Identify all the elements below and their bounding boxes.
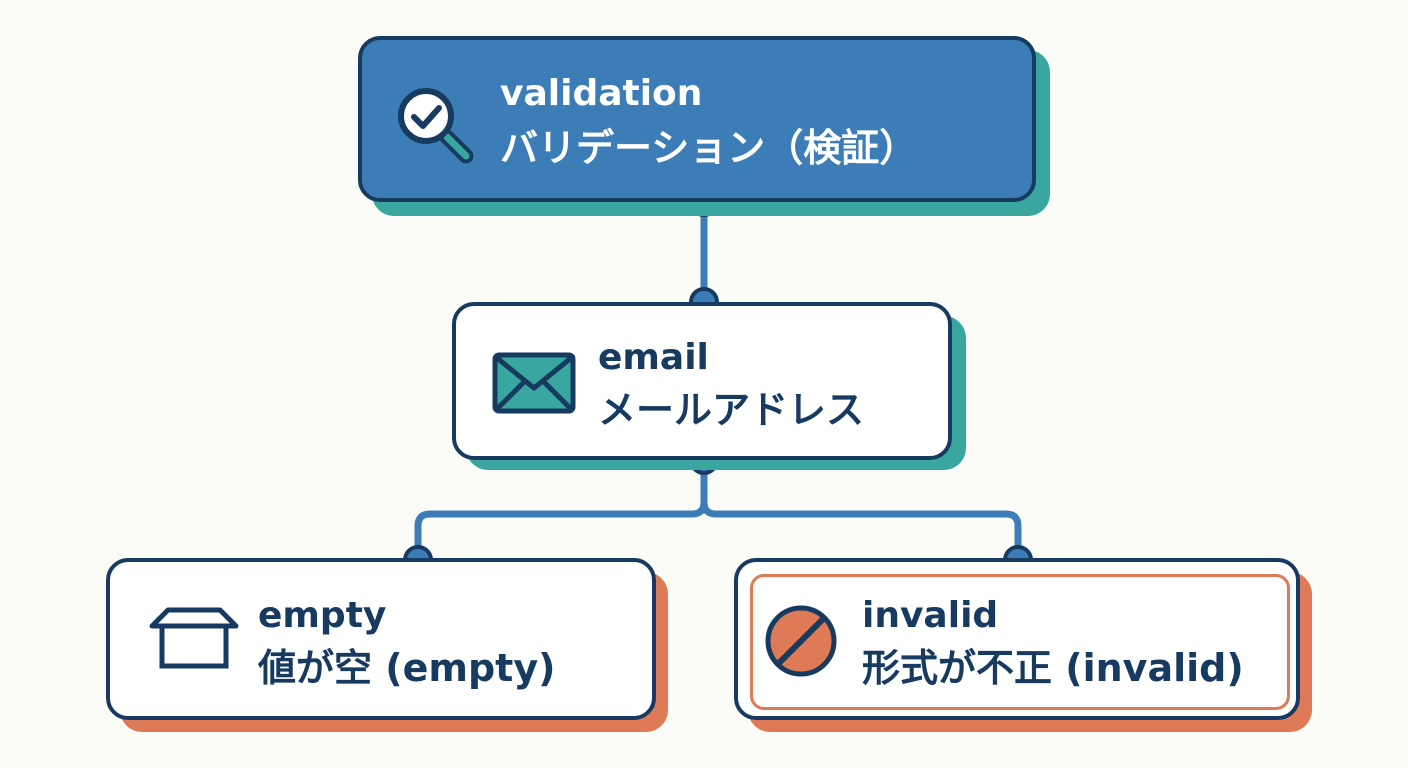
validation-label-en: validation [500,73,703,114]
validation-label-ja: バリデーション（検証） [500,126,918,170]
email-label-en: email [598,337,709,378]
envelope-icon [492,352,576,414]
invalid-node-inner-border [750,574,1290,710]
edge-email-invalid [700,498,1022,564]
empty-node [106,558,656,720]
empty-label-en: empty [258,595,387,636]
prohibited-icon [765,605,837,677]
invalid-label-ja: 形式が不正 (invalid) [862,646,1244,690]
email-label-ja: メールアドレス [598,388,865,432]
empty-label-ja: 値が空 (empty) [258,646,556,690]
edge-email-empty [414,456,708,564]
empty-box-icon [149,607,239,669]
magnifier-check-icon [398,88,474,164]
invalid-label-en: invalid [862,595,999,636]
validation-node [358,36,1036,202]
